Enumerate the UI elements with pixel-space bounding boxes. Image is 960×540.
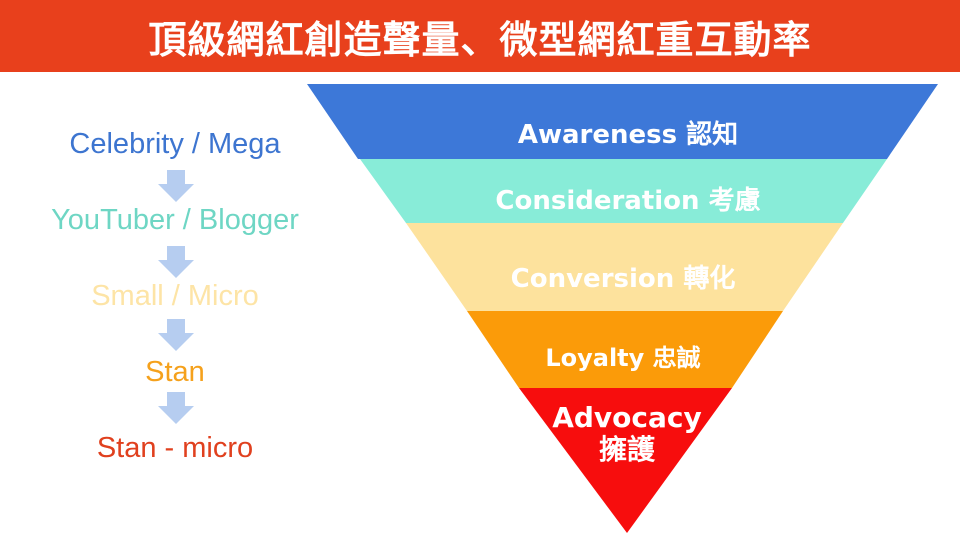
down-arrow-shape — [158, 392, 194, 424]
tier-label-stan-micro: Stan - micro — [96, 432, 254, 464]
funnel-stage-loyalty — [467, 311, 783, 388]
tier-label-small-micro: Small / Micro — [91, 280, 259, 312]
down-arrow-icon — [158, 319, 194, 351]
funnel-label-conversion: Conversion 轉化 — [510, 264, 736, 294]
funnel-label-advocacy: Advocacy 擁護 — [552, 401, 702, 466]
down-arrow-shape — [158, 319, 194, 351]
down-arrow-shape — [158, 246, 194, 278]
down-arrow-icon — [158, 246, 194, 278]
funnel-label-loyalty: Loyalty 忠誠 — [545, 344, 701, 372]
tier-label-youtuber: YouTuber / Blogger — [51, 204, 299, 236]
down-arrow-icon — [158, 170, 194, 202]
tier-label-stan: Stan — [145, 356, 205, 388]
down-arrow-icon — [158, 392, 194, 424]
tier-label-celebrity: Celebrity / Mega — [69, 128, 281, 160]
funnel-stage-awareness — [307, 84, 938, 159]
title-bar: 頂級網紅創造聲量、微型網紅重互動率 — [0, 0, 960, 72]
funnel-label-consideration: Consideration 考慮 — [495, 186, 761, 216]
page-title: 頂級網紅創造聲量、微型網紅重互動率 — [148, 17, 812, 62]
funnel-stage-conversion — [406, 223, 843, 311]
funnel-stage-consideration — [360, 159, 887, 223]
down-arrow-shape — [158, 170, 194, 202]
funnel-stage-advocacy — [519, 388, 732, 533]
funnel-label-awareness: Awareness 認知 — [517, 120, 739, 150]
